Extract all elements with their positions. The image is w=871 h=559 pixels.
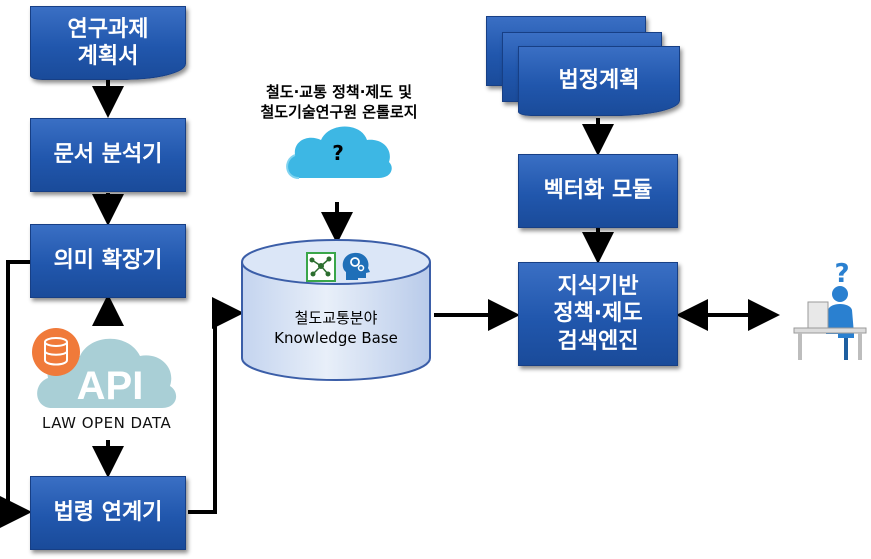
ai-brain-head-icon (342, 252, 370, 280)
knowledge-base-domain: 철도교통분야 (294, 309, 378, 327)
knowledge-base-cylinder (241, 239, 431, 381)
ontology-caption: 철도·교통 정책·제도 및 철도기술연구원 온톨로지 (260, 83, 418, 122)
arrow-linker-to-kb (188, 297, 244, 514)
ontology-unknown-mark: ? (332, 141, 344, 165)
user-question-mark: ? (834, 259, 849, 289)
law-open-data-caption: LAW OPEN DATA (42, 414, 172, 432)
law-linker-box: 법령 연계기 (30, 476, 186, 550)
vectorizer-box: 벡터화 모듈 (518, 154, 678, 228)
api-label: API (77, 364, 144, 408)
research-plan-box: 연구과제 계획서 (30, 6, 186, 80)
database-badge-icon (32, 328, 80, 376)
document-analyzer-label: 문서 분석기 (53, 142, 163, 168)
knowledge-base-title: Knowledge Base (274, 329, 398, 348)
user-at-desk-icon: ? (793, 259, 867, 360)
legal-plan-box: 법정계획 (518, 46, 680, 116)
semantic-expander-box: 의미 확장기 (30, 224, 186, 298)
law-linker-label: 법령 연계기 (53, 500, 163, 526)
arrow-expander-to-linker (0, 260, 32, 528)
search-engine-label: 지식기반 정책·제도 검색엔진 (553, 273, 643, 354)
semantic-expander-label: 의미 확장기 (53, 248, 163, 274)
document-analyzer-box: 문서 분석기 (30, 118, 186, 192)
legal-plan-label: 법정계획 (558, 68, 640, 94)
knowledge-base-label: 철도교통분야 Knowledge Base (238, 308, 434, 349)
research-plan-label: 연구과제 계획서 (67, 16, 149, 70)
ontology-cloud-icon: ? (286, 126, 392, 179)
search-engine-box: 지식기반 정책·제도 검색엔진 (518, 262, 678, 366)
vectorizer-label: 벡터화 모듈 (543, 178, 653, 204)
network-graph-icon (306, 252, 336, 282)
